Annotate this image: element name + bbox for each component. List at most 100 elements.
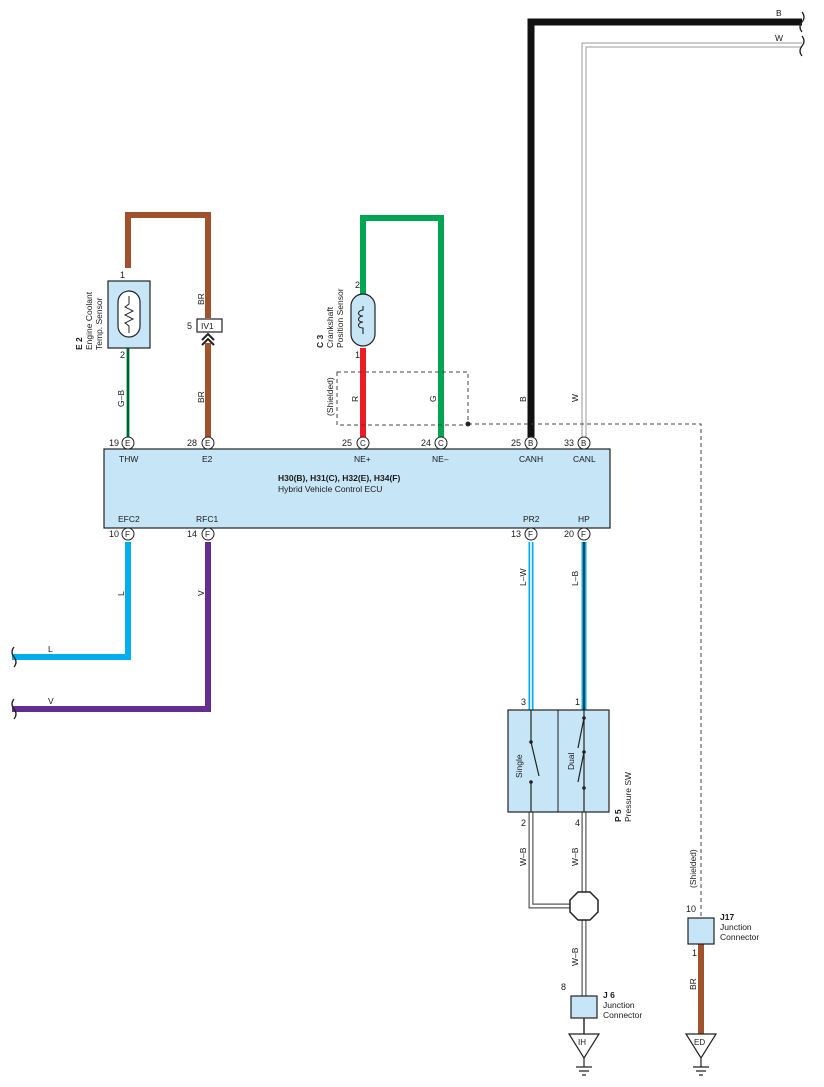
terminal-canh-pin: 25 — [511, 438, 521, 448]
j6-box — [570, 995, 598, 1019]
ecu-box — [103, 448, 611, 529]
j6-line2: Connector — [603, 1010, 642, 1020]
j17-box — [687, 917, 715, 945]
terminal-ne-plus-name: NE+ — [354, 454, 371, 464]
terminal-canl-name: CANL — [573, 454, 596, 464]
wire-label-w-top: W — [775, 33, 783, 43]
shield-ground-line — [468, 423, 702, 918]
j17-line1: Junction — [720, 922, 752, 932]
j17-pin-top: 10 — [686, 904, 696, 914]
ground-ed-label: ED — [694, 1038, 705, 1047]
terminal-thw-name: THW — [119, 454, 138, 464]
j17-pin-bottom: 1 — [692, 948, 697, 958]
shielded-label-j17: (Shielded) — [688, 849, 698, 888]
wire-label-wb1: W–B — [518, 847, 528, 866]
j6-code: J 6 — [603, 990, 615, 1000]
iv1-box — [196, 318, 223, 333]
coolant-pin-top: 1 — [120, 270, 125, 280]
terminal-canh — [524, 436, 538, 450]
terminal-ne-plus — [356, 436, 370, 450]
pressure-switch: Single Dual 3 1 2 4 P 5 Pressure SW — [507, 697, 633, 828]
crank-sensor-body — [350, 293, 376, 347]
ground-ed-icon — [693, 1058, 709, 1076]
crank-pin-bottom: 1 — [355, 350, 360, 360]
wire-white-canl-core — [582, 43, 802, 437]
terminal-canl-conn: B — [581, 439, 586, 448]
wire-black-canh — [527, 18, 802, 437]
terminal-e2-pin: 28 — [187, 438, 197, 448]
j17-code: J17 — [720, 912, 734, 922]
j6-pin: 8 — [561, 982, 566, 992]
coolant-sensor-line1: Engine Coolant — [84, 291, 94, 350]
wire-label-br-j17: BR — [688, 978, 698, 990]
ground-ih-label: IH — [578, 1038, 586, 1047]
wire-label-wb2: W–B — [570, 847, 580, 866]
terminal-efc2-pin: 10 — [109, 529, 119, 539]
junction-connector-j17: 10 1 J17 Junction Connector ED — [684, 904, 759, 1076]
shield-junction-dot — [465, 421, 471, 427]
terminal-e2-name: E2 — [202, 454, 213, 464]
wire-label-lw: L–W — [518, 569, 528, 586]
terminal-canh-conn: B — [528, 439, 533, 448]
pressure-switch-pin-3: 2 — [521, 818, 526, 828]
pressure-switch-pin-1: 3 — [521, 697, 526, 707]
pressure-switch-code: P 5 — [613, 809, 623, 822]
wire-br-loop — [125, 212, 211, 318]
ecu-bottom-terminals: EFC2 F 10 RFC1 F 14 PR2 F 13 HP F 20 — [109, 514, 591, 541]
break-v — [11, 698, 17, 720]
terminal-thw — [121, 436, 135, 450]
ground-ih-icon — [576, 1058, 592, 1076]
ecu-title: H30(B), H31(C), H32(E), H34(F) — [278, 473, 400, 483]
wire-wb-left — [528, 812, 574, 909]
terminal-ne-minus-conn: C — [438, 439, 444, 448]
j17-line2: Connector — [720, 932, 759, 942]
iv1-label: IV1 — [201, 321, 214, 331]
wire-label-br-lower: BR — [196, 391, 206, 403]
wire-label-v: V — [196, 590, 206, 596]
wire-label-b: B — [518, 396, 528, 402]
terminal-ne-plus-pin: 25 — [342, 438, 352, 448]
terminal-ne-minus — [434, 436, 448, 450]
wire-wb-left-core — [529, 812, 574, 908]
single-switch-contact-top — [529, 740, 533, 744]
terminal-canh-name: CANH — [519, 454, 543, 464]
pressure-switch-name: Pressure SW — [623, 772, 633, 822]
wire-label-l: L — [116, 591, 126, 596]
coil-icon — [357, 306, 364, 334]
shielded-label-top: (Shielded) — [325, 377, 335, 416]
wires — [12, 18, 802, 1034]
pressure-switch-single-label: Single — [514, 754, 524, 778]
thermistor-icon — [117, 290, 141, 338]
terminal-canl — [577, 436, 591, 450]
terminal-ne-minus-name: NE– — [432, 454, 449, 464]
terminal-efc2 — [121, 527, 135, 541]
j6-line1: Junction — [603, 1000, 635, 1010]
junction-connector-j6: 8 J 6 Junction Connector IH — [561, 982, 642, 1076]
terminal-rfc1 — [201, 527, 215, 541]
crank-sensor: 2 1 C 3 Crankshaft Position Sensor — [315, 280, 376, 360]
splice-octagon-icon — [569, 891, 599, 921]
coolant-pin-bottom: 2 — [120, 350, 125, 360]
wire-label-w: W — [570, 394, 580, 402]
terminal-thw-conn: E — [125, 439, 130, 448]
pressure-switch-pin-2: 1 — [575, 697, 580, 707]
break-w-top — [799, 35, 805, 57]
coolant-sensor-code: E 2 — [74, 337, 84, 350]
ground-ed-triangle — [684, 1033, 718, 1060]
wire-white-canl — [581, 42, 802, 437]
terminal-hp-name: HP — [578, 514, 590, 524]
terminal-rfc1-name: RFC1 — [196, 514, 218, 524]
wire-label-r: R — [350, 396, 360, 402]
terminal-e2-conn: E — [205, 439, 210, 448]
wire-label-l-far: L — [48, 644, 53, 654]
wire-label-br-upper: BR — [196, 293, 206, 305]
terminal-hp — [577, 527, 591, 541]
wire-label-wb3: W–B — [570, 947, 580, 966]
terminal-hp-conn: F — [581, 530, 586, 539]
ecu-top-terminals: E 19 THW E 28 E2 C 25 NE+ C 24 NE– B 25 … — [109, 436, 596, 464]
dual-switch-contact-b — [582, 750, 586, 754]
wire-label-lb: L–B — [570, 571, 580, 586]
break-l — [11, 646, 17, 668]
ground-ih-triangle — [567, 1033, 601, 1060]
terminal-canl-pin: 33 — [564, 438, 574, 448]
